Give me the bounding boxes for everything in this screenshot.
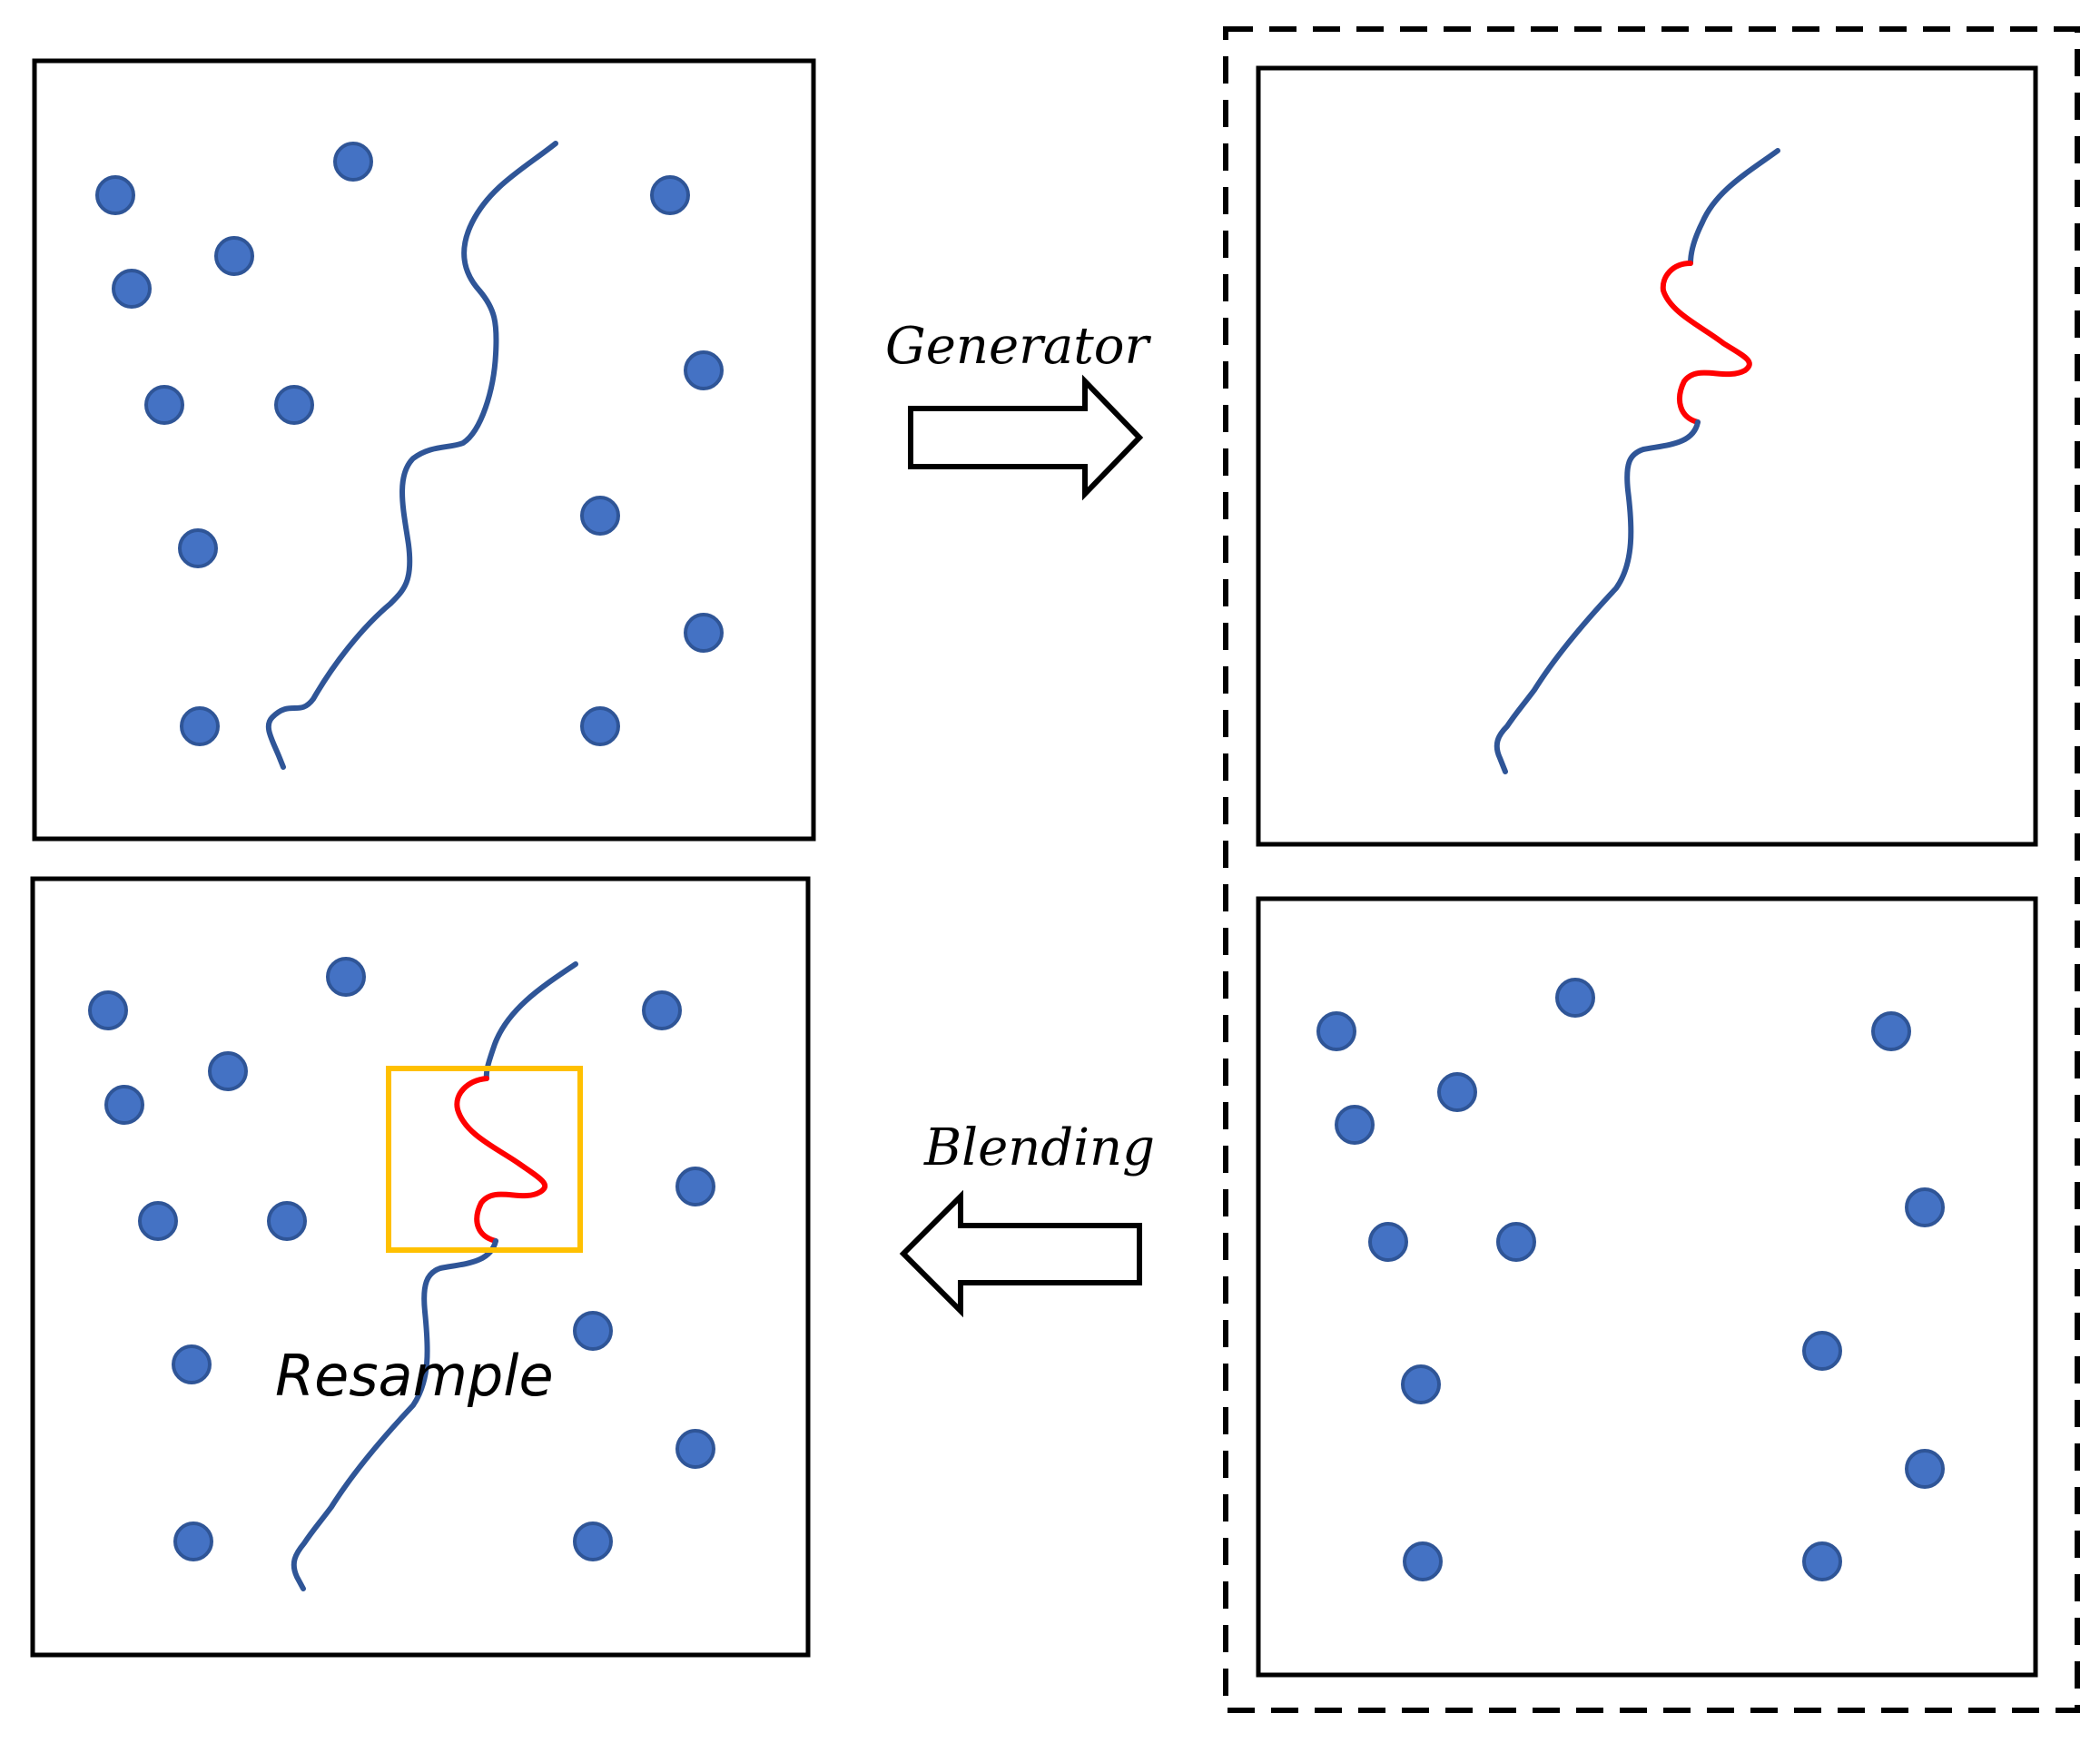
facies-dot xyxy=(1905,1187,1945,1227)
panel-blended-dots xyxy=(88,957,715,1561)
facies-dot xyxy=(1316,1011,1356,1051)
facies-dot xyxy=(1437,1072,1477,1112)
panel-background-facies xyxy=(1256,896,2038,1678)
river-channel xyxy=(1494,419,1701,774)
facies-dot xyxy=(208,1051,248,1091)
panel-generated-frame xyxy=(1256,65,2038,847)
facies-dot xyxy=(1905,1449,1945,1489)
panel-background-frame xyxy=(1256,896,2038,1678)
right-arrow-icon xyxy=(908,374,1144,501)
facies-dot xyxy=(1555,978,1595,1018)
panel-generated-channel xyxy=(1256,65,2038,847)
generated-channel-segment xyxy=(1660,261,1752,425)
facies-dot xyxy=(1401,1364,1441,1404)
facies-dot xyxy=(214,236,254,276)
facies-dot xyxy=(138,1201,178,1241)
facies-dot xyxy=(88,990,128,1030)
resample-highlight-box xyxy=(386,1066,583,1253)
river-channel xyxy=(1688,148,1780,266)
facies-dot xyxy=(180,706,220,746)
facies-dot xyxy=(684,613,724,653)
facies-dot xyxy=(684,350,724,390)
facies-dot xyxy=(573,1311,613,1351)
panel-original-dots xyxy=(95,142,724,746)
facies-dot xyxy=(675,1429,715,1469)
facies-dot xyxy=(1496,1222,1536,1262)
facies-dot xyxy=(1335,1105,1375,1145)
facies-dot xyxy=(675,1167,715,1206)
facies-dot xyxy=(144,385,184,425)
panel-original xyxy=(32,58,816,842)
facies-dot xyxy=(642,990,682,1030)
left-arrow-icon xyxy=(899,1189,1142,1318)
facies-dot xyxy=(267,1201,307,1241)
blending-arrow-group: Blending xyxy=(899,1118,1155,1318)
generator-label: Generator xyxy=(885,317,1151,376)
facies-dot xyxy=(173,1521,213,1561)
facies-dot xyxy=(580,496,620,536)
facies-dot xyxy=(178,528,218,568)
facies-dot xyxy=(95,175,135,215)
facies-dot xyxy=(573,1521,613,1561)
generated-channel-segment xyxy=(454,1076,548,1244)
facies-dot xyxy=(1368,1222,1408,1262)
facies-dot xyxy=(274,385,314,425)
generator-arrow-group: Generator xyxy=(885,317,1151,501)
panel-blended-frame xyxy=(30,876,811,1658)
panel-background-dots xyxy=(1316,978,1945,1581)
facies-dot xyxy=(650,175,690,215)
resample-label: Resample xyxy=(275,1343,554,1409)
facies-dot xyxy=(1871,1011,1911,1051)
facies-dot xyxy=(1403,1541,1443,1581)
blending-label: Blending xyxy=(923,1118,1155,1177)
facies-dot xyxy=(104,1085,144,1125)
facies-dot xyxy=(1802,1331,1842,1371)
facies-dot xyxy=(333,142,373,182)
facies-dot xyxy=(580,706,620,746)
river-channel xyxy=(291,1238,498,1591)
panel-blended-result: Resample xyxy=(30,876,811,1658)
facies-dot xyxy=(1802,1541,1842,1581)
facies-dot xyxy=(326,957,366,997)
river-channel xyxy=(265,141,558,770)
facies-dot xyxy=(112,269,152,309)
facies-dot xyxy=(172,1344,212,1384)
